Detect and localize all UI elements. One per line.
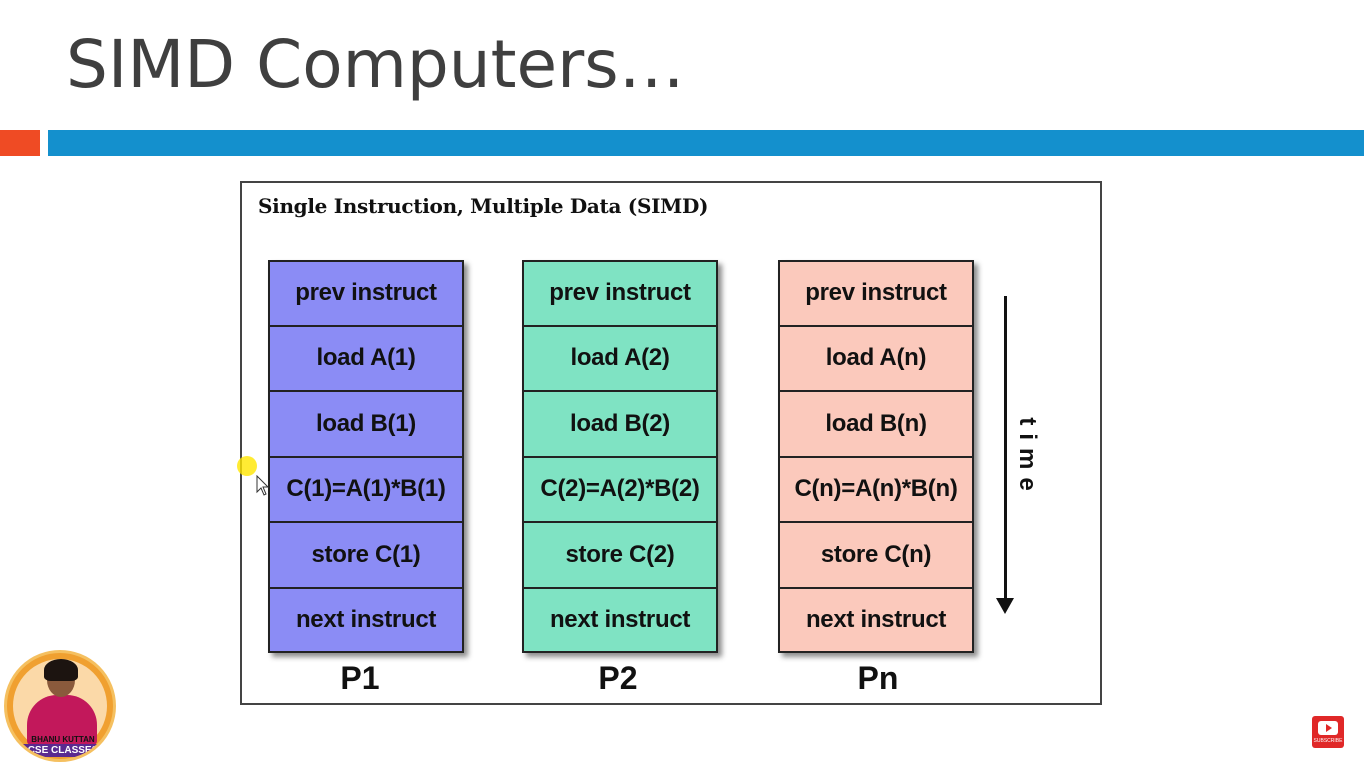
processor-column-p1: prev instruct load A(1) load B(1) C(1)=A… <box>268 260 464 653</box>
instruction-cell: store C(n) <box>778 522 974 588</box>
pointer-highlight-dot <box>237 456 257 476</box>
instruction-cell: store C(2) <box>522 522 718 588</box>
instruction-cell: load B(1) <box>268 391 464 457</box>
processor-label-p1: P1 <box>340 660 380 696</box>
instruction-cell: load A(1) <box>268 325 464 391</box>
diagram-heading: Single Instruction, Multiple Data (SIMD) <box>258 194 709 218</box>
logo-brand-text: CSE CLASSES <box>21 744 105 757</box>
instruction-cell: prev instruct <box>268 260 464 326</box>
play-button-icon <box>1318 721 1338 735</box>
presenter-body <box>27 695 97 745</box>
down-arrow-icon <box>996 598 1014 614</box>
instruction-cell: prev instruct <box>778 260 974 326</box>
accent-bar-red <box>0 130 40 156</box>
logo-name-text: BHANU KUTTAN <box>31 735 95 744</box>
instruction-cell: next instruct <box>522 587 718 653</box>
instruction-cell: C(n)=A(n)*B(n) <box>778 456 974 522</box>
accent-bar-blue <box>48 130 1364 156</box>
instruction-cell: load A(n) <box>778 325 974 391</box>
processor-column-pn: prev instruct load A(n) load B(n) C(n)=A… <box>778 260 974 653</box>
presenter-hair <box>44 659 78 681</box>
processor-label-p2: P2 <box>598 660 638 696</box>
mouse-pointer-icon <box>256 475 270 496</box>
subscribe-button[interactable]: SUBSCRIBE <box>1312 716 1344 748</box>
slide-title: SIMD Computers… <box>66 26 685 103</box>
instruction-cell: load A(2) <box>522 325 718 391</box>
instruction-cell: load B(2) <box>522 391 718 457</box>
presenter-logo: BHANU KUTTAN CSE CLASSES <box>4 650 116 762</box>
instruction-cell: C(1)=A(1)*B(1) <box>268 456 464 522</box>
time-axis-line <box>1004 296 1007 602</box>
processor-label-pn: Pn <box>857 660 899 696</box>
subscribe-label: SUBSCRIBE <box>1313 738 1343 744</box>
time-axis-label: time <box>1014 417 1041 499</box>
processor-column-p2: prev instruct load A(2) load B(2) C(2)=A… <box>522 260 718 653</box>
instruction-cell: prev instruct <box>522 260 718 326</box>
instruction-cell: C(2)=A(2)*B(2) <box>522 456 718 522</box>
instruction-cell: store C(1) <box>268 522 464 588</box>
instruction-cell: next instruct <box>778 587 974 653</box>
instruction-cell: next instruct <box>268 587 464 653</box>
instruction-cell: load B(n) <box>778 391 974 457</box>
